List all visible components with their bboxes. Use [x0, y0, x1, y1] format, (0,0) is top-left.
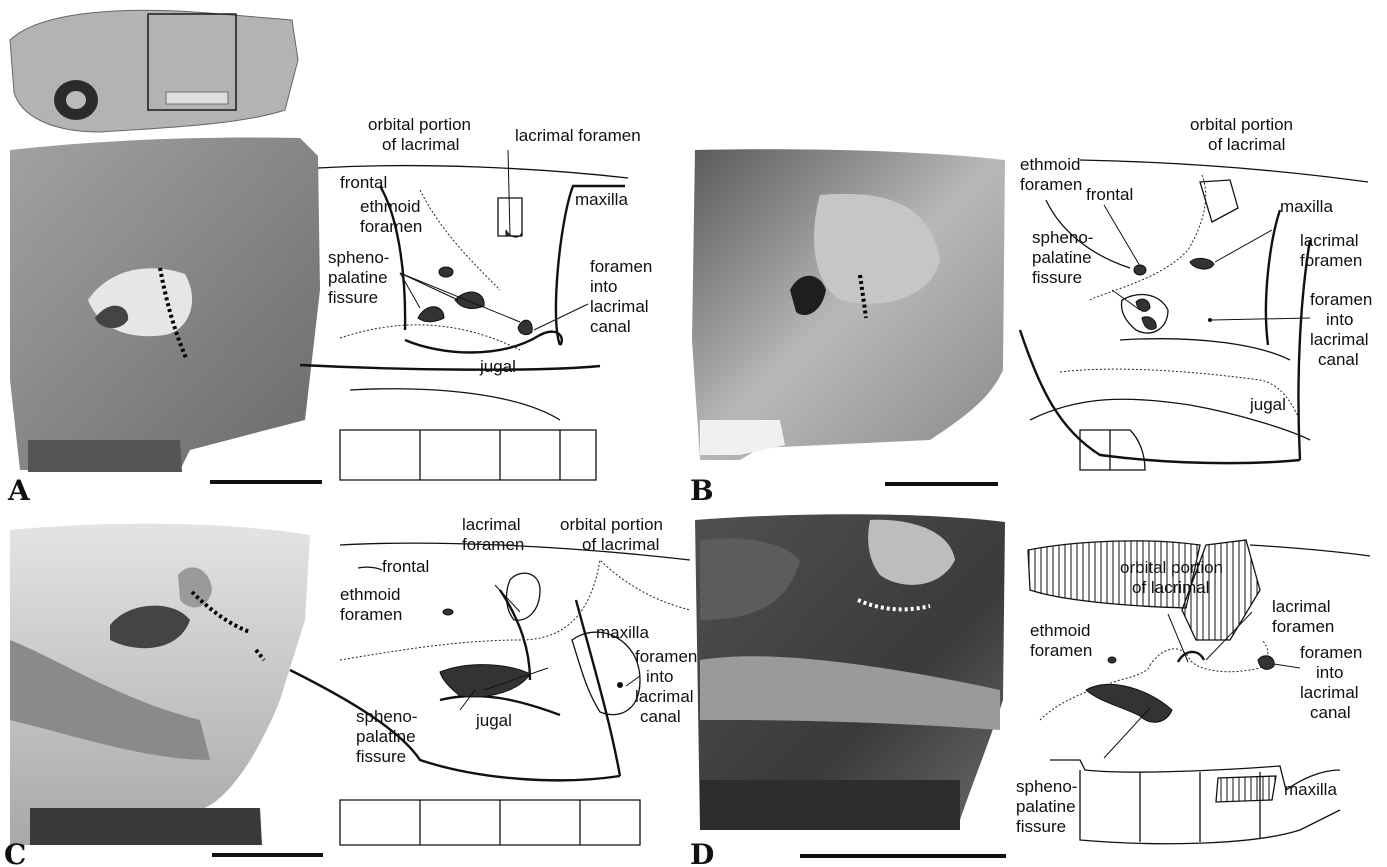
panel-c-label-lacrimal-1: lacrimal	[462, 515, 521, 534]
panel-a-label-spheno-2: palatine	[328, 268, 388, 287]
panel-c-label-maxilla: maxilla	[596, 623, 649, 642]
panel-a-label-canal-1: foramen	[590, 257, 652, 276]
panel-c-label-canal-4: canal	[640, 707, 681, 726]
panel-c-label-ethmoid-1: ethmoid	[340, 585, 400, 604]
panel-a-label-orbital-2: of lacrimal	[382, 135, 459, 154]
panel-a-letter: A	[7, 474, 31, 507]
panel-d-label-canal-1: foramen	[1300, 643, 1362, 662]
panel-b-label-orbital-2: of lacrimal	[1208, 135, 1285, 154]
panel-d-label-canal-2: into	[1316, 663, 1343, 682]
panel-c-label-canal-2: into	[646, 667, 673, 686]
panel-a: A orbital portion of lacrimal	[7, 10, 652, 507]
panel-a-photo	[10, 138, 320, 473]
panel-d-letter: D	[690, 838, 714, 867]
panel-b-label-lacrimal-1: lacrimal	[1300, 231, 1359, 250]
panel-a-label-maxilla: maxilla	[575, 190, 628, 209]
panel-b-label-frontal: frontal	[1086, 185, 1133, 204]
panel-c-label-ethmoid-2: foramen	[340, 605, 402, 624]
panel-b-label-ethmoid-1: ethmoid	[1020, 155, 1080, 174]
panel-a-label-canal-2: into	[590, 277, 617, 296]
panel-a-label-ethmoid-1: ethmoid	[360, 197, 420, 216]
panel-b-label-canal-3: lacrimal	[1310, 330, 1369, 349]
panel-c-label-frontal: frontal	[382, 557, 429, 576]
panel-b-label-spheno-3: fissure	[1032, 268, 1082, 287]
panel-d-photo	[695, 514, 1005, 830]
panel-b-label-spheno-2: palatine	[1032, 248, 1092, 267]
skull-overview-photo	[10, 10, 298, 132]
panel-a-label-spheno-1: spheno-	[328, 248, 389, 267]
panel-b-label-canal-4: canal	[1318, 350, 1359, 369]
panel-d-label-orbital-2: of lacrimal	[1132, 578, 1209, 597]
panel-b: B orbital portion of lacrim	[690, 115, 1372, 507]
panel-d: D orbital portion of lacrimal lacrimal f…	[690, 514, 1370, 867]
panel-a-label-lacrimal-foramen: lacrimal foramen	[515, 126, 641, 145]
panel-a-label-jugal: jugal	[479, 357, 516, 376]
panel-b-label-canal-1: foramen	[1310, 290, 1372, 309]
panel-a-label-canal-3: lacrimal	[590, 297, 649, 316]
panel-a-label-frontal: frontal	[340, 173, 387, 192]
panel-a-label-canal-4: canal	[590, 317, 631, 336]
panel-b-label-maxilla: maxilla	[1280, 197, 1333, 216]
panel-a-label-spheno-3: fissure	[328, 288, 378, 307]
panel-b-label-canal-2: into	[1326, 310, 1353, 329]
panel-c: C lacrimal foramen orbital portion of la…	[4, 450, 697, 867]
panel-d-label-orbital-1: orbital portion	[1120, 558, 1223, 577]
panel-d-label-lacrimal-1: lacrimal	[1272, 597, 1331, 616]
panel-b-label-jugal: jugal	[1249, 395, 1286, 414]
panel-d-label-canal-4: canal	[1310, 703, 1351, 722]
panel-d-label-canal-3: lacrimal	[1300, 683, 1359, 702]
panel-c-label-lacrimal-2: foramen	[462, 535, 524, 554]
panel-b-label-ethmoid-2: foramen	[1020, 175, 1082, 194]
panel-b-label-lacrimal-2: foramen	[1300, 251, 1362, 270]
panel-d-label-ethmoid-1: ethmoid	[1030, 621, 1090, 640]
panel-a-label-ethmoid-2: foramen	[360, 217, 422, 236]
panel-c-label-orbital-1: orbital portion	[560, 515, 663, 534]
panel-c-photo	[10, 450, 310, 845]
panel-a-label-orbital-1: orbital portion	[368, 115, 471, 134]
panel-c-label-canal-1: foramen	[635, 647, 697, 666]
panel-c-label-spheno-2: palatine	[356, 727, 416, 746]
panel-d-label-spheno-2: palatine	[1016, 797, 1076, 816]
panel-c-label-orbital-2: of lacrimal	[582, 535, 659, 554]
panel-c-label-spheno-1: spheno-	[356, 707, 417, 726]
panel-d-label-maxilla: maxilla	[1284, 780, 1337, 799]
panel-c-letter: C	[4, 838, 26, 867]
panel-b-photo	[692, 149, 1005, 460]
panel-b-label-spheno-1: spheno-	[1032, 228, 1093, 247]
panel-b-label-orbital-1: orbital portion	[1190, 115, 1293, 134]
panel-c-label-jugal: jugal	[475, 711, 512, 730]
panel-c-label-spheno-3: fissure	[356, 747, 406, 766]
panel-c-label-canal-3: lacrimal	[635, 687, 694, 706]
panel-b-letter: B	[690, 474, 714, 507]
panel-d-label-lacrimal-2: foramen	[1272, 617, 1334, 636]
panel-d-label-ethmoid-2: foramen	[1030, 641, 1092, 660]
panel-d-label-spheno-1: spheno-	[1016, 777, 1077, 796]
panel-d-label-spheno-3: fissure	[1016, 817, 1066, 836]
